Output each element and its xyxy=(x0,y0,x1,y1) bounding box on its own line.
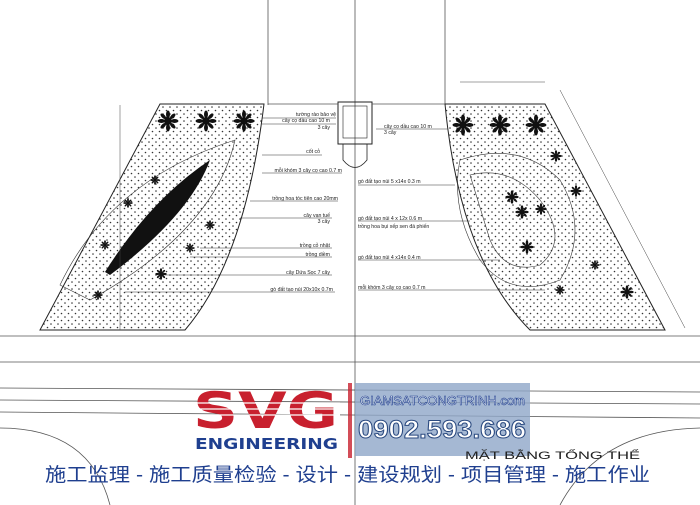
label: 3 cây xyxy=(318,219,331,225)
label: cốt cỏ xyxy=(306,148,320,155)
engineering-text: ENGINEERING xyxy=(195,435,338,453)
label: cây vạn tuế xyxy=(303,213,330,219)
svg-logo: SVG xyxy=(193,382,338,440)
services-banner: 施工监理 - 施工质量检验 - 设计 - 建设规划 - 项目管理 - 施工作业 xyxy=(45,464,650,486)
svg-engineering-watermark: SVG ENGINEERING GIAMSATCONGTRINH.com 090… xyxy=(190,382,530,458)
label: trồng hoa tóc tiên cao 20mm xyxy=(272,196,338,202)
contact-panel xyxy=(355,383,530,456)
label: mỗi khóm 3 cây cọ cao 0.7 m xyxy=(275,167,342,174)
dimension-lines xyxy=(119,81,686,330)
label: gò đất tạo núi 4 x14x 0.4 m xyxy=(358,255,421,261)
left-annotations: tường rào bảo vệ cây cọ dầu cao 10 m 3 c… xyxy=(125,112,342,293)
label: cây Dứa Sọc 7 cây xyxy=(286,270,330,276)
label: mỗi khóm 3 cây cọ cao 0.7 m xyxy=(358,284,425,291)
flower-bed-strip xyxy=(105,160,210,275)
phone-number: 0902.593.686 xyxy=(358,416,526,444)
label: gò đất tạo núi 20x10x 0.7m xyxy=(270,287,333,293)
label: cây cọ dầu cao 10 m xyxy=(282,118,330,124)
label: trồng diềm xyxy=(305,252,330,258)
label: 3 cây xyxy=(318,125,331,131)
drawing-title: MẶT BẰNG TỔNG THỂ xyxy=(465,449,640,462)
right-annotations: cây cọ dầu cao 10 m 3 cây gò đất tạo núi… xyxy=(358,124,545,291)
label: trồng hoa bụi xếp sen đá phiến xyxy=(358,224,429,230)
label: trồng cỏ nhật xyxy=(300,242,331,249)
website-text: GIAMSATCONGTRINH.com xyxy=(360,393,525,408)
right-planting-bed xyxy=(444,103,666,331)
label: tường rào bảo vệ xyxy=(296,112,336,118)
label: cây cọ dầu cao 10 m xyxy=(384,124,432,130)
gate-pavilion xyxy=(268,101,445,168)
label: 3 cây xyxy=(384,130,397,136)
label: gò đất tạo núi 4 x 12x 0.6 m xyxy=(358,216,422,222)
label: gò đất tạo núi 5 x14x 0.3 m xyxy=(358,179,421,185)
